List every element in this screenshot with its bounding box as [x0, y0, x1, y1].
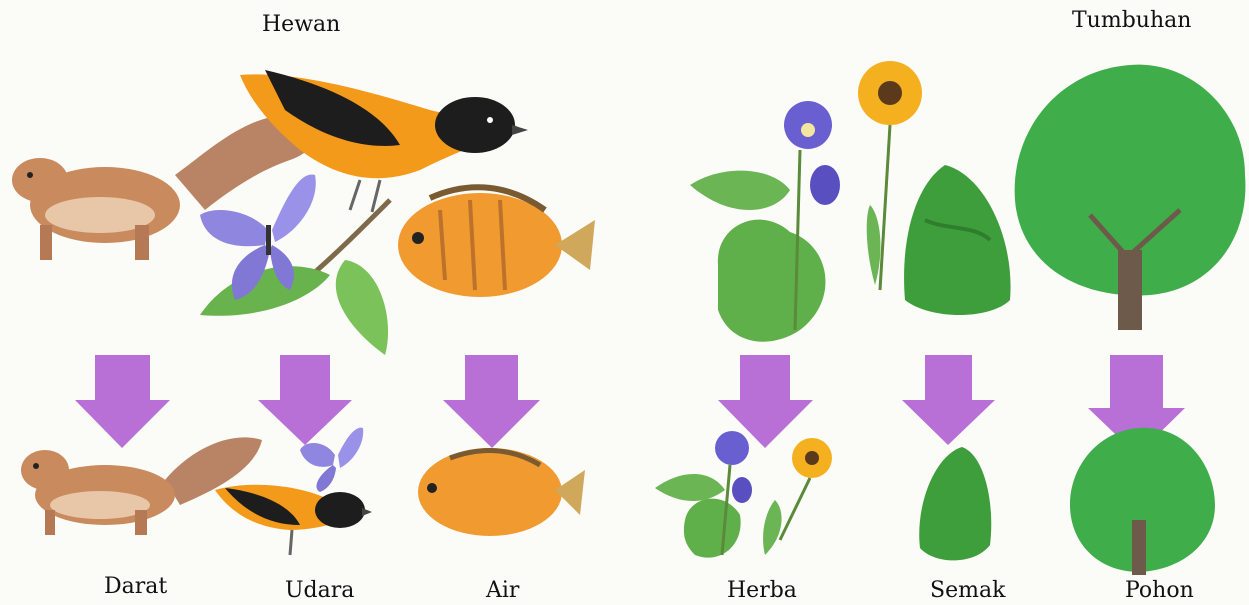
shrub-small-illustration [919, 447, 991, 560]
violet-herb-small-illustration [655, 431, 832, 558]
label-air-animals: Udara [285, 578, 354, 603]
label-tree: Pohon [1125, 578, 1194, 603]
shrub-illustration [904, 165, 1010, 315]
label-herb: Herba [727, 578, 797, 603]
arrow-water [443, 355, 540, 448]
squirrel-small-illustration [21, 437, 262, 535]
label-shrub: Semak [930, 578, 1005, 603]
oriole-bird-small-illustration [215, 485, 372, 555]
tree-small-illustration [1070, 428, 1215, 575]
label-water: Air [486, 578, 519, 603]
tree-illustration [1015, 65, 1246, 330]
arrow-air-animals [258, 355, 352, 445]
violet-herb-illustration [690, 101, 840, 342]
sunfish-illustration [398, 187, 595, 297]
arrow-shrub [902, 355, 995, 445]
squirrel-illustration [12, 115, 318, 260]
label-land: Darat [104, 574, 167, 599]
sunfish-small-illustration [418, 448, 585, 536]
arrow-land [75, 355, 170, 448]
